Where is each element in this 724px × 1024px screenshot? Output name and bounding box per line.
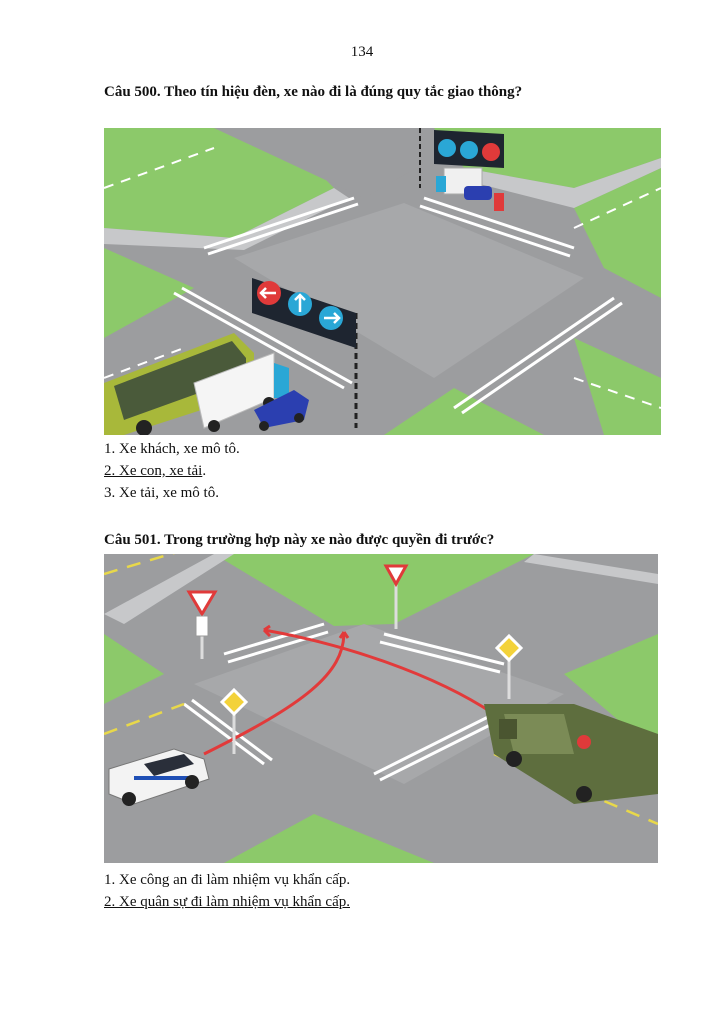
- top-truck-vehicle: [436, 167, 483, 195]
- military-truck-vehicle: [484, 704, 658, 804]
- blue-car-vehicle: [254, 390, 309, 431]
- arrow-right-icon: [324, 312, 341, 324]
- top-car-vehicle: [464, 186, 492, 200]
- answer-suffix: .: [202, 463, 207, 479]
- answer-option[interactable]: 1. Xe khách, xe mô tô.: [104, 441, 240, 457]
- yield-sign-icon: [186, 590, 218, 659]
- grass-right: [574, 168, 661, 298]
- grass-right: [564, 634, 658, 754]
- question-500-answers: 1. Xe khách, xe mô tô. 2. Xe con, xe tải…: [104, 438, 240, 504]
- grass-top: [214, 554, 534, 626]
- answer-option-correct[interactable]: 2. Xe quân sự đi làm nhiệm vụ khẩn cấp.: [104, 894, 350, 910]
- grass-left: [104, 634, 164, 704]
- priority-road-sign-icon: [494, 633, 524, 699]
- bus-vehicle: [104, 333, 254, 435]
- arrow-left-icon: [259, 287, 276, 299]
- traffic-signal-gantry-near: [252, 278, 358, 428]
- answer-text: 2. Xe con, xe tải: [104, 463, 203, 479]
- police-car-vehicle: [108, 748, 210, 806]
- traffic-signal-gantry-far: [419, 128, 504, 188]
- question-500-title: Câu 500. Theo tín hiệu đèn, xe nào đi là…: [104, 84, 523, 100]
- intersection-priority-illustration: [104, 554, 658, 863]
- arrow-up-icon: [294, 293, 306, 312]
- intersection-traffic-light-illustration: [104, 128, 661, 435]
- question-501-answers: 1. Xe công an đi làm nhiệm vụ khẩn cấp. …: [104, 869, 350, 913]
- vehicle-path-lines: [203, 624, 495, 756]
- page-number: 134: [350, 44, 374, 60]
- priority-road-sign-icon: [219, 687, 249, 754]
- grass-bottom: [224, 814, 434, 863]
- motorbike-vehicle: [494, 193, 504, 211]
- answer-option-correct[interactable]: 2. Xe con, xe tải.: [104, 460, 240, 482]
- question-501-title: Câu 501. Trong trường hợp này xe nào đượ…: [104, 532, 495, 548]
- crosswalk-stripes: [173, 196, 623, 415]
- answer-option[interactable]: 3. Xe tải, xe mô tô.: [104, 485, 219, 501]
- yield-sign-icon: [383, 564, 409, 629]
- grass-left: [104, 248, 194, 338]
- answer-option[interactable]: 1. Xe công an đi làm nhiệm vụ khẩn cấp.: [104, 872, 351, 888]
